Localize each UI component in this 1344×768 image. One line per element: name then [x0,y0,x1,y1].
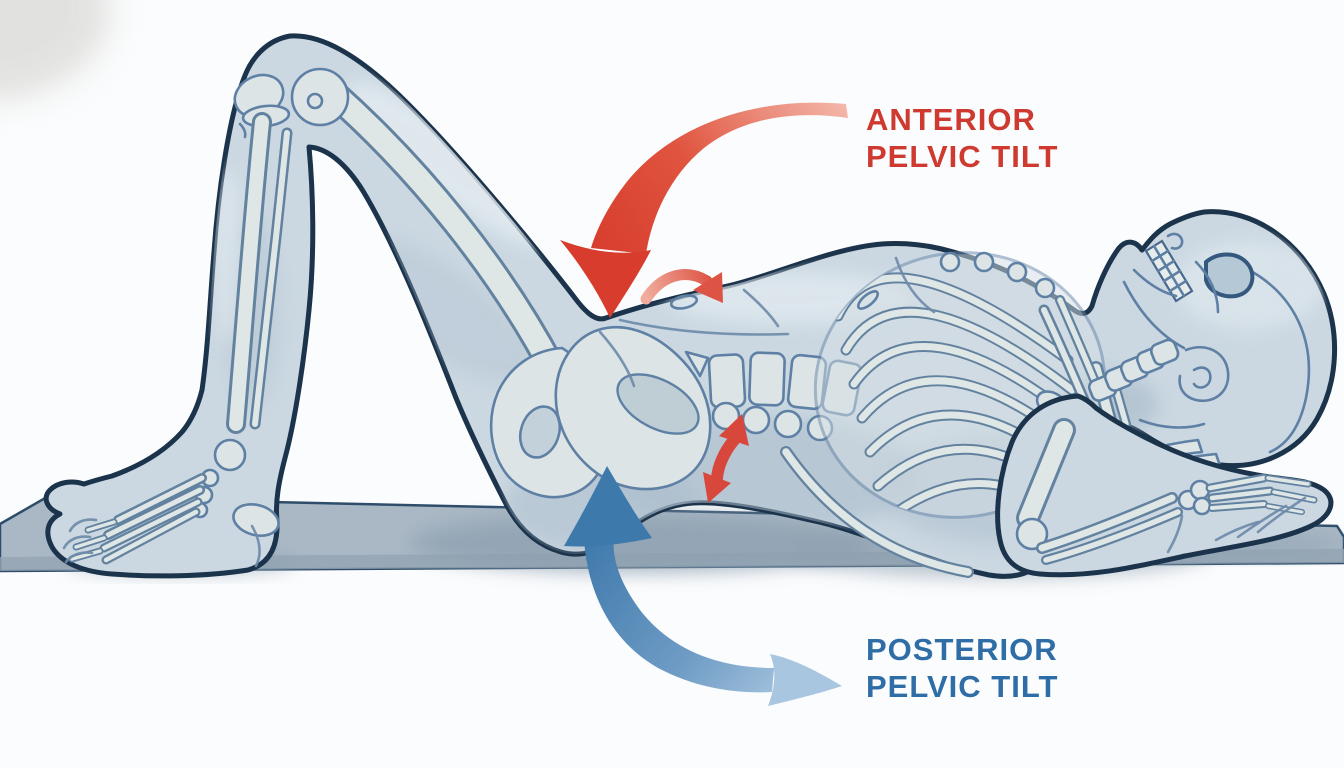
obturator-foramen [518,405,562,459]
nostril [1166,232,1184,250]
elbow-joint [1015,517,1049,551]
neck-bones [1038,295,1180,406]
posterior-label-line2: PELVIC TILT [866,669,1058,704]
annotation-arrows [560,102,848,706]
leg-bones [226,67,567,434]
posterior-label-line1: POSTERIOR [866,632,1058,667]
abdomen-roll-arrow-icon [640,269,723,305]
mouth-line [1132,268,1178,298]
iliac-fossa [616,373,700,435]
anterior-tilt-arrow-icon [560,102,848,318]
human-figure [43,33,1338,579]
pelvis-bone [489,326,712,499]
near-arm [995,393,1334,578]
toe-line [68,518,98,533]
navel [669,294,699,310]
skull-details [1122,232,1311,454]
chest-crease [894,256,936,314]
posterior-tilt-arrow-icon [564,466,842,706]
finger-gap [1256,496,1307,534]
ear [1178,345,1230,403]
spinous-process [684,350,710,378]
belly-crease [618,318,790,336]
labels: ANTERIOR PELVIC TILT POSTERIOR PELVIC TI… [866,102,1058,704]
arm-bones [1015,418,1318,565]
torso-creases [598,256,936,388]
anterior-label-line1: ANTERIOR [866,102,1036,137]
hip-crease [598,330,636,388]
corner-shade [0,0,110,100]
anterior-label-line2: PELVIC TILT [866,139,1058,174]
foot-bones [62,438,280,568]
heel-line [250,524,261,568]
wrist-crease [1166,514,1184,554]
cranium-line [1230,260,1311,454]
lumbar-motion-arrow-icon [703,414,749,503]
jaw-line [1122,280,1186,350]
